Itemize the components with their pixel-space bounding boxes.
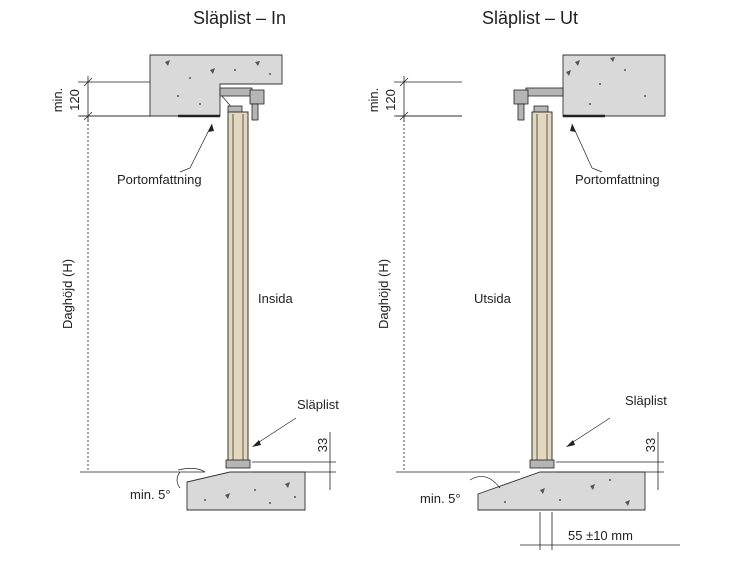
left-height-label: Daghöjd (H) (60, 259, 75, 329)
right-seal-leader: Släplist (566, 393, 667, 447)
right-door-panel (531, 111, 553, 465)
left-side-label: Insida (258, 291, 293, 306)
left-angle: min. 5° (130, 468, 206, 502)
left-seal-dimension: 33 (252, 432, 336, 490)
left-min-value: 120 (67, 89, 82, 111)
right-bottom-seal (529, 459, 555, 469)
left-height-dimension: Daghöjd (H) (60, 115, 205, 473)
right-offset-label: 55 ±10 mm (568, 528, 633, 543)
right-drawing: Släplist – Ut (366, 8, 680, 550)
right-top-bracket (513, 87, 564, 121)
left-frame-leader: Portomfattning (117, 123, 214, 187)
right-height-label: Daghöjd (H) (376, 259, 391, 329)
right-angle-label: min. 5° (420, 491, 461, 506)
right-seal-label: Släplist (625, 393, 667, 408)
right-seal-dimension: 33 (556, 432, 664, 490)
left-angle-label: min. 5° (130, 487, 171, 502)
right-min-dimension: min. 120 (366, 76, 462, 122)
left-bottom-seal (225, 459, 251, 469)
right-min-value: 120 (383, 89, 398, 111)
left-title: Släplist – In (193, 8, 286, 28)
right-min-label: min. (366, 88, 381, 113)
left-top-bracket (219, 87, 265, 121)
left-min-dimension: min. 120 (50, 76, 150, 122)
left-frame-label: Portomfattning (117, 172, 202, 187)
left-seal-leader: Släplist (252, 397, 339, 447)
right-angle: min. 5° (420, 476, 501, 506)
left-drawing: Släplist – In (50, 8, 339, 511)
right-floor (477, 471, 646, 511)
left-floor (186, 471, 306, 511)
left-seal-label: Släplist (297, 397, 339, 412)
right-offset-dimension: 55 ±10 mm (520, 512, 680, 550)
left-min-label: min. (50, 88, 65, 113)
right-lintel (562, 54, 666, 118)
right-frame-label: Portomfattning (575, 172, 660, 187)
right-title: Släplist – Ut (482, 8, 578, 28)
right-height-dimension: Daghöjd (H) (376, 115, 520, 473)
right-side-label: Utsida (474, 291, 512, 306)
left-door-panel (227, 111, 249, 465)
left-seal-dim-label: 33 (315, 438, 330, 452)
left-lintel (149, 54, 283, 118)
right-seal-dim-label: 33 (643, 438, 658, 452)
right-frame-leader: Portomfattning (570, 123, 660, 187)
